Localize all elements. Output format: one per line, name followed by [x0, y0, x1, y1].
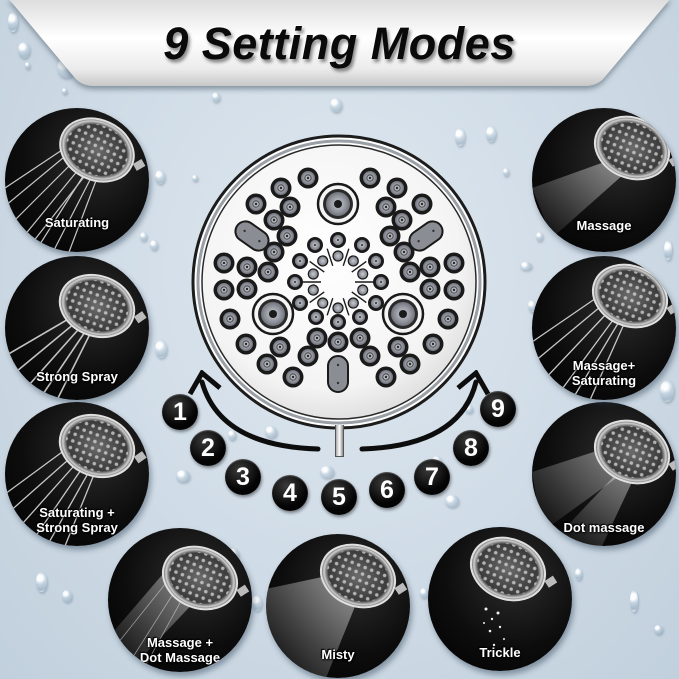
title-banner: [9, 0, 670, 86]
mode-saturating: Saturating: [5, 108, 149, 252]
mode-number-8: 8: [453, 430, 489, 466]
mode-label-line-2: Dot Massage: [139, 650, 221, 665]
mode-label: Trickle: [479, 645, 521, 660]
dial-pointer: [335, 425, 344, 457]
curved-arrow-icon: [187, 370, 491, 452]
showerhead-face-icon: [191, 134, 487, 430]
mode-dot-massage: Dot massage: [532, 402, 676, 546]
mode-label: Misty: [321, 647, 355, 662]
mode-label: Massage+: [572, 358, 636, 373]
mode-misty: Misty: [266, 534, 410, 678]
mode-label: Dot massage: [563, 520, 645, 535]
mode-number-4: 4: [272, 475, 308, 511]
mode-label: Massage +: [146, 635, 214, 650]
mode-number-2: 2: [190, 430, 226, 466]
mode-massage-saturating: Massage+ Saturating: [532, 256, 676, 400]
mode-trickle: Trickle: [428, 527, 572, 671]
mode-massage: Massage: [532, 108, 676, 252]
mode-label: Saturating +: [39, 505, 115, 520]
mode-label-line-2: Saturating: [571, 373, 637, 388]
mode-strong-spray: Strong Spray: [5, 256, 149, 400]
mode-massage-dot-massage: Massage + Dot Massage: [108, 528, 252, 672]
page-title: 9 Setting Modes: [163, 18, 516, 69]
mode-label-line-2: Strong Spray: [36, 520, 118, 535]
mode-number-1: 1: [162, 394, 198, 430]
mode-number-7: 7: [414, 459, 450, 495]
mode-label: Strong Spray: [36, 369, 118, 384]
mode-label: Massage: [576, 218, 632, 233]
mode-saturating-strong-spray: Saturating + Strong Spray: [5, 402, 149, 546]
mode-number-9: 9: [480, 391, 516, 427]
mode-number-3: 3: [225, 459, 261, 495]
mode-number-5: 5: [321, 479, 357, 515]
mode-number-6: 6: [369, 472, 405, 508]
mode-label: Saturating: [44, 215, 110, 230]
